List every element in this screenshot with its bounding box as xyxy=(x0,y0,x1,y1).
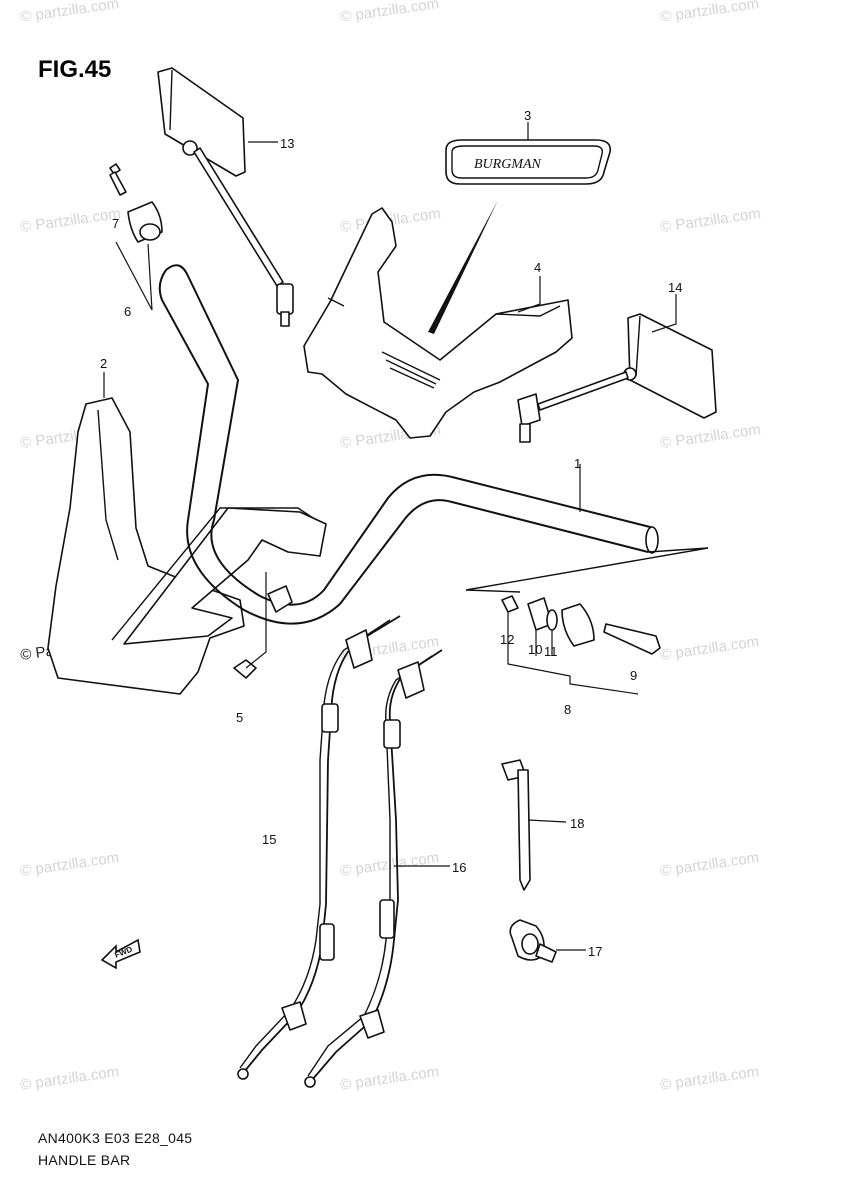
emblem-text: BURGMAN xyxy=(474,157,542,172)
callout-leaders xyxy=(103,122,677,951)
left-mirror-part-13[interactable] xyxy=(157,67,294,327)
lower-handle-cover-part-2[interactable] xyxy=(47,397,327,695)
balancer-weight-part-6[interactable] xyxy=(115,201,163,311)
callout-1: 1 xyxy=(574,456,581,471)
handlebar-part-1[interactable] xyxy=(158,264,709,625)
callout-14: 14 xyxy=(668,280,682,295)
callout-13: 13 xyxy=(280,136,294,151)
cable-tie-part-18[interactable] xyxy=(501,759,531,891)
throttle-cable-part-16[interactable] xyxy=(304,649,443,1088)
right-mirror-part-14[interactable] xyxy=(517,313,717,443)
callout-6: 6 xyxy=(124,304,131,319)
callout-2: 2 xyxy=(100,356,107,371)
forward-direction-arrow: FWD xyxy=(100,938,141,970)
bar-end-assembly-part-8[interactable] xyxy=(501,595,661,695)
upper-handle-cover-part-4[interactable] xyxy=(303,207,573,439)
callout-11: 11 xyxy=(544,644,558,659)
callout-5: 5 xyxy=(236,710,243,725)
figure-title: FIG.45 xyxy=(38,56,112,83)
callout-4: 4 xyxy=(534,260,541,275)
model-code: AN400K3 E03 E28_045 xyxy=(38,1130,193,1146)
bolt-part-7[interactable] xyxy=(109,163,127,196)
burgman-emblem-part-3[interactable]: BURGMAN xyxy=(428,139,612,334)
callout-7: 7 xyxy=(112,216,119,231)
clamp-part-17[interactable] xyxy=(509,919,557,963)
callout-17: 17 xyxy=(588,944,602,959)
callout-16: 16 xyxy=(452,860,466,875)
callout-12: 12 xyxy=(500,632,514,647)
weight-part-8 xyxy=(561,603,595,647)
callout-3: 3 xyxy=(524,108,531,123)
clamp-bolt-part-5[interactable] xyxy=(233,572,267,679)
callout-8: 8 xyxy=(564,702,571,717)
throttle-cable-part-15[interactable] xyxy=(237,615,401,1080)
section-name: HANDLE BAR xyxy=(38,1152,131,1168)
callout-labels: 1 2 3 4 5 6 7 8 9 10 11 12 13 14 15 16 1… xyxy=(100,108,682,959)
nut-part-12 xyxy=(501,595,519,613)
callout-9: 9 xyxy=(630,668,637,683)
screw-part-9 xyxy=(603,623,661,655)
callout-15: 15 xyxy=(262,832,276,847)
callout-18: 18 xyxy=(570,816,584,831)
washer-part-11 xyxy=(546,609,558,631)
callout-10: 10 xyxy=(528,642,542,657)
